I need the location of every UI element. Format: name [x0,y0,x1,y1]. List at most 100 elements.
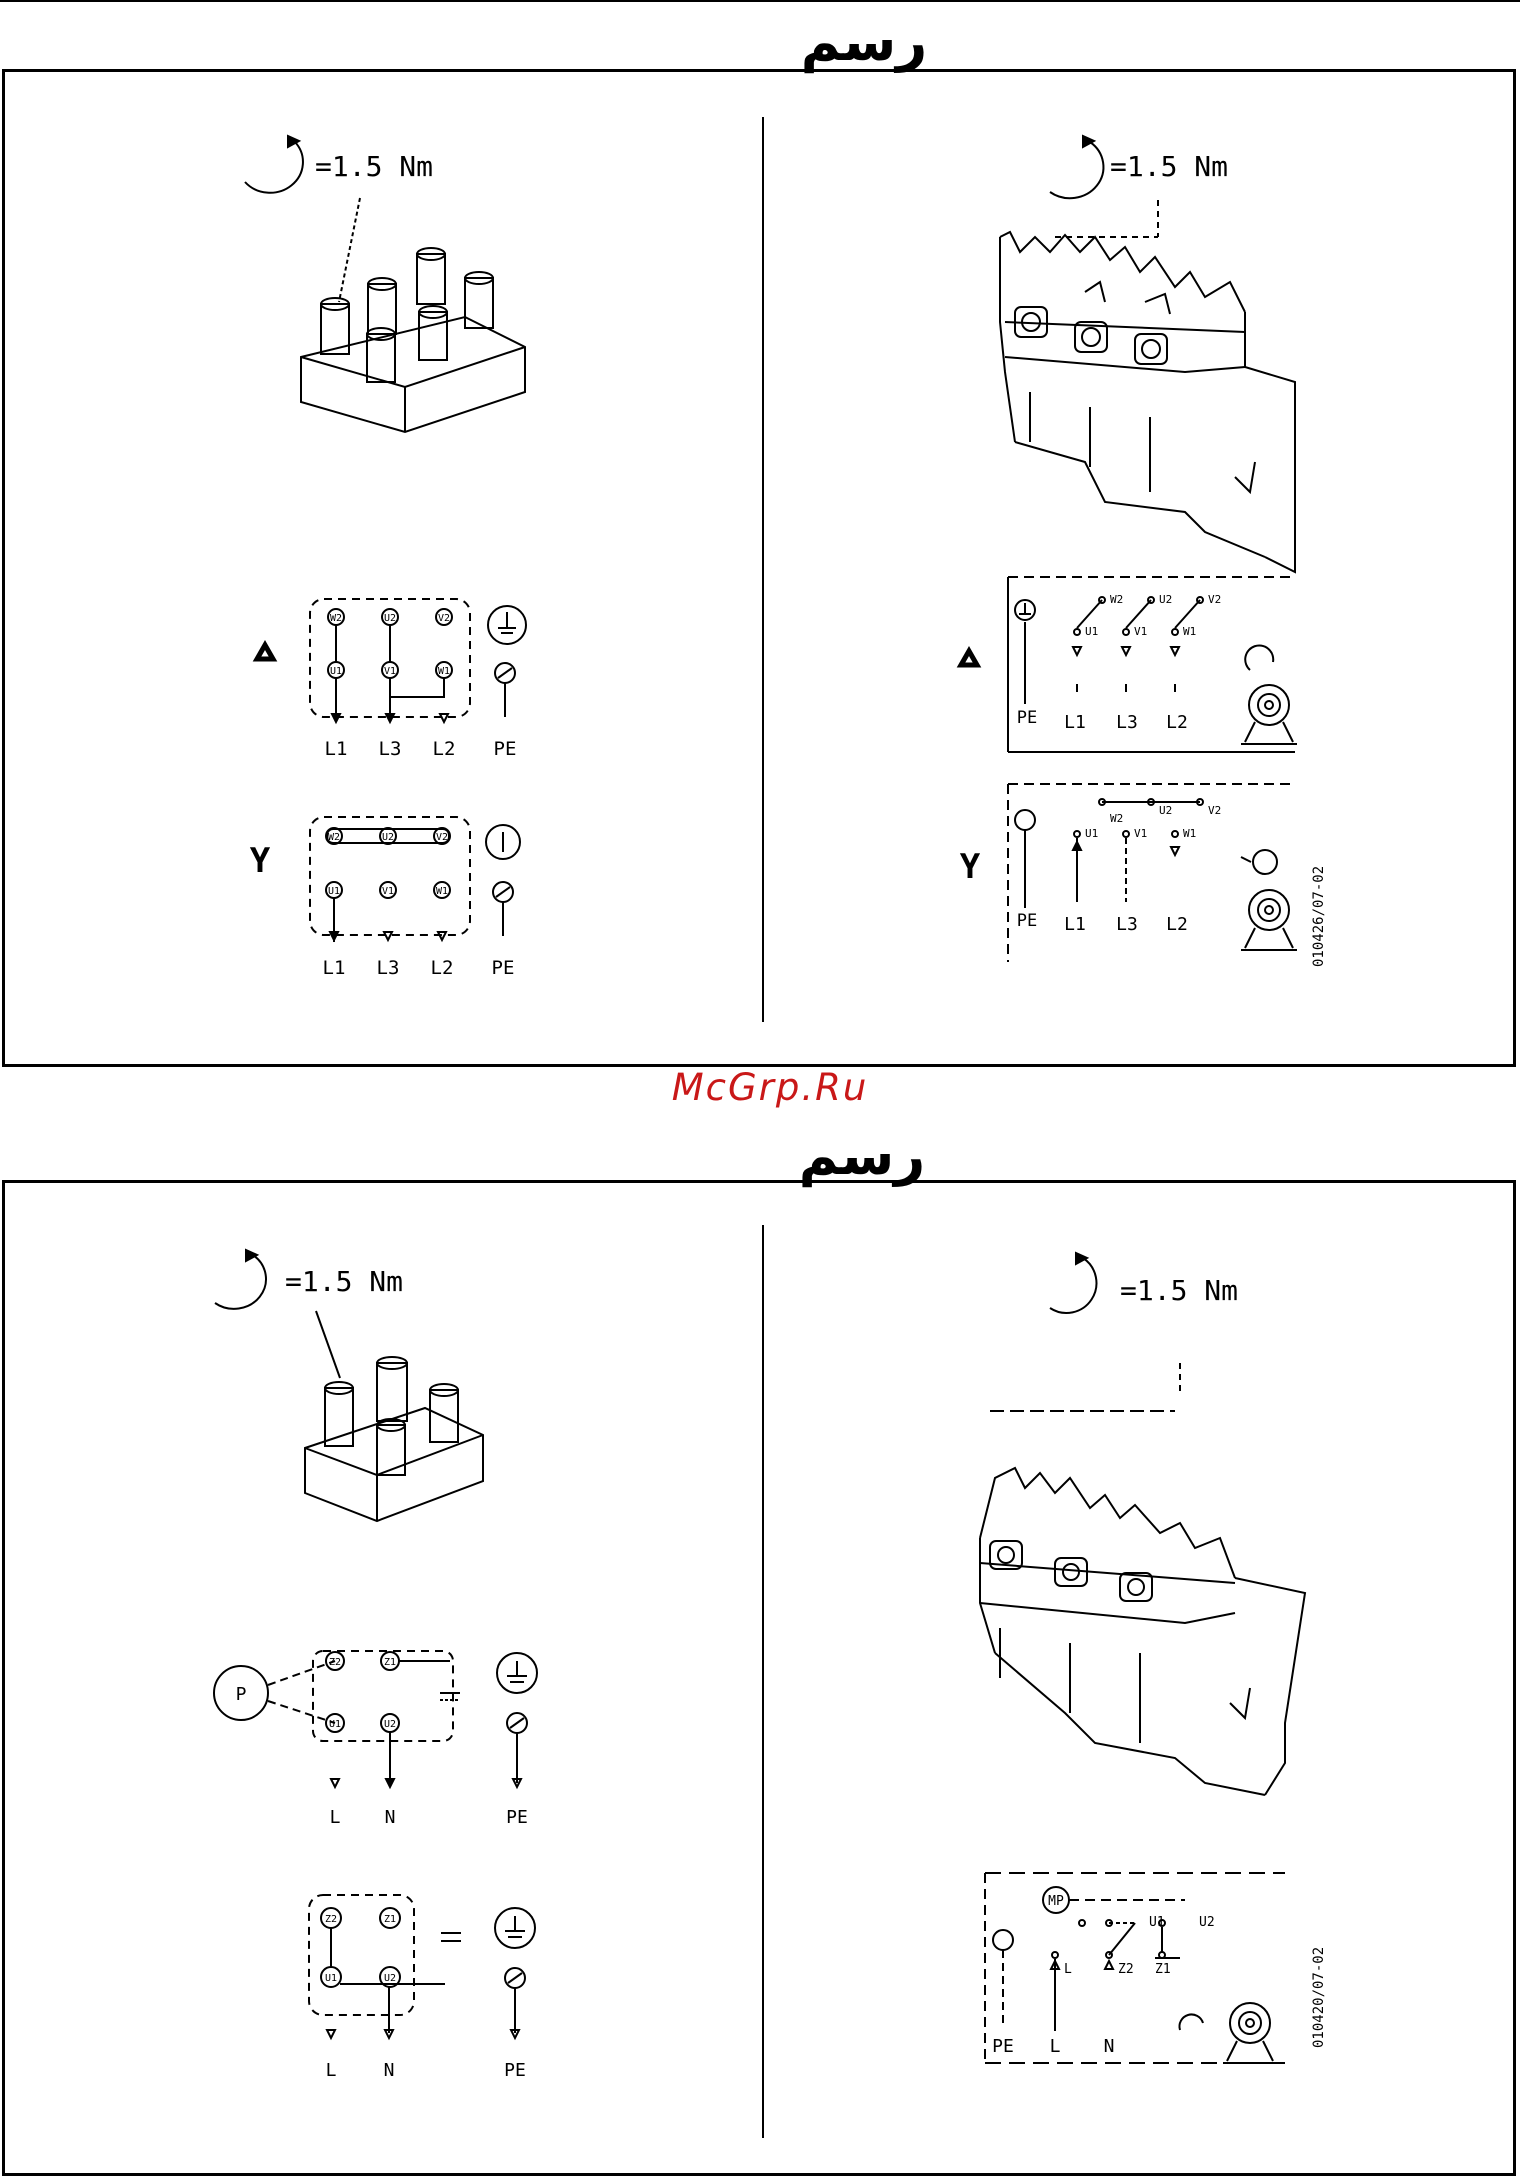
torque-label: =1.5 Nm [315,150,433,183]
torque-rotation-icon [215,1255,266,1309]
delta-top-terminals: W2 U2 V2 [328,609,452,625]
terminal-label: U2 [1159,804,1172,817]
terminal-label: V2 [1208,804,1221,817]
supply-label: L [330,1807,341,1828]
torque-label: =1.5 Nm [1120,1274,1238,1307]
supply-label: PE [492,957,515,979]
terminal-label: U2 [382,832,394,843]
watermark: McGrp.Ru [560,1066,980,1109]
torque-pointer [339,198,360,302]
torque-rotation-icon [1050,142,1103,198]
arrow-head-icon [1083,136,1094,147]
terminal-label: W2 [330,613,342,624]
terminal-label: L [1064,1962,1072,1977]
terminal-label: W1 [1183,625,1196,638]
delta-switch-links [1073,597,1203,692]
protector-label: MP [1048,1894,1064,1909]
terminal-label: W1 [438,666,450,677]
torque-label: =1.5 Nm [285,1265,403,1298]
supply-label: N [1104,2036,1115,2057]
supply-label: L2 [431,957,454,979]
earth-symbol-icon [1015,810,1035,830]
terminal-label: U2 [384,613,396,624]
supply-label: L3 [377,957,400,979]
supply-label: L [1050,2036,1061,2057]
terminal-block-illustration [305,1357,483,1521]
terminal-board-illustration [980,1468,1305,1795]
section-heading-1: رسم [764,12,964,72]
terminal-label: U1 [1085,827,1098,840]
top-rule [0,0,1520,2]
arrow-head-icon [1076,1253,1087,1264]
motor-rotation-icon [1241,850,1297,950]
terminal-label: W2 [1110,812,1123,825]
terminal-label: Z2 [329,1657,341,1668]
terminal-label: Z2 [1118,1962,1134,1977]
supply-label: PE [506,1807,528,1828]
section-heading-2: رسم [762,1126,962,1186]
terminal-label: W1 [436,886,448,897]
supply-label: PE [992,2036,1014,2057]
supply-label: L2 [1166,712,1188,733]
supply-label: L2 [433,738,456,760]
drawing-code: 010426/07-02 [1311,866,1327,967]
terminal-label: V2 [1208,593,1221,606]
terminal-label: U1 [325,1973,337,1984]
supply-label: L1 [1064,914,1086,935]
terminal-label: U1 [330,666,342,677]
terminal-label: V1 [1134,625,1147,638]
terminal-label: V1 [384,666,396,677]
terminal-label: U1 [328,886,340,897]
torque-pointer [316,1311,340,1378]
terminal-label: V2 [438,613,450,624]
terminal-label: U1 [1149,1915,1165,1930]
motor-rotation-icon [1241,645,1297,744]
terminal-label: V1 [1134,827,1147,840]
pe-label: PE [1017,708,1037,728]
delta-bottom-terminals: U1 V1 W1 [328,662,452,678]
star-leads [330,898,446,942]
supply-label: L1 [325,738,348,760]
three-phase-panel: =1.5 Nm W2 U2 V2 U1 V1 W1 [2,69,1516,1067]
supply-label: N [384,2060,395,2081]
capacitor-label: P [236,1684,247,1705]
terminal-label: U2 [384,1719,396,1730]
terminal-label: V1 [382,886,394,897]
terminal-label: Z1 [384,1914,396,1925]
supply-label: L1 [1064,712,1086,733]
supply-label: PE [494,738,517,760]
terminal-block-illustration [301,248,525,432]
supply-label: L2 [1166,914,1188,935]
motor-rotation-icon [1179,2003,1277,2063]
supply-label: PE [504,2060,526,2081]
torque-rotation-icon [245,142,303,193]
terminal-label: U2 [384,1973,396,1984]
terminal-label: W1 [1183,827,1196,840]
torque-rotation-icon [1050,1258,1096,1313]
delta-leads [332,678,448,722]
supply-label: N [385,1807,396,1828]
terminal-label: Z2 [325,1914,337,1925]
pe-label: PE [1017,911,1037,931]
star-bottom-terminals: U1 V1 W1 [326,882,450,898]
delta-symbol-icon [961,651,977,665]
drawing-code: 010420/07-02 [1311,1947,1327,2048]
terminal-label: U2 [1159,593,1172,606]
terminal-label: Z1 [1155,1962,1171,1977]
terminal-board-illustration [1000,232,1295,572]
supply-label: L1 [323,957,346,979]
supply-label: L3 [1116,712,1138,733]
star-top-terminals: W2 U2 V2 [326,828,450,844]
terminal-label: W2 [1110,593,1123,606]
supply-label: L3 [1116,914,1138,935]
supply-label: L [326,2060,337,2081]
earth-symbol-icon [993,1930,1013,1950]
terminal-label: U1 [329,1719,341,1730]
star-symbol-label: Y [250,841,271,881]
arrow-head-icon [246,1250,257,1261]
supply-label: L3 [379,738,402,760]
terminal-label: U2 [1199,1915,1215,1930]
delta-symbol-icon [257,645,273,659]
terminal-label: U1 [1085,625,1098,638]
star-bridge-links [1073,799,1203,902]
